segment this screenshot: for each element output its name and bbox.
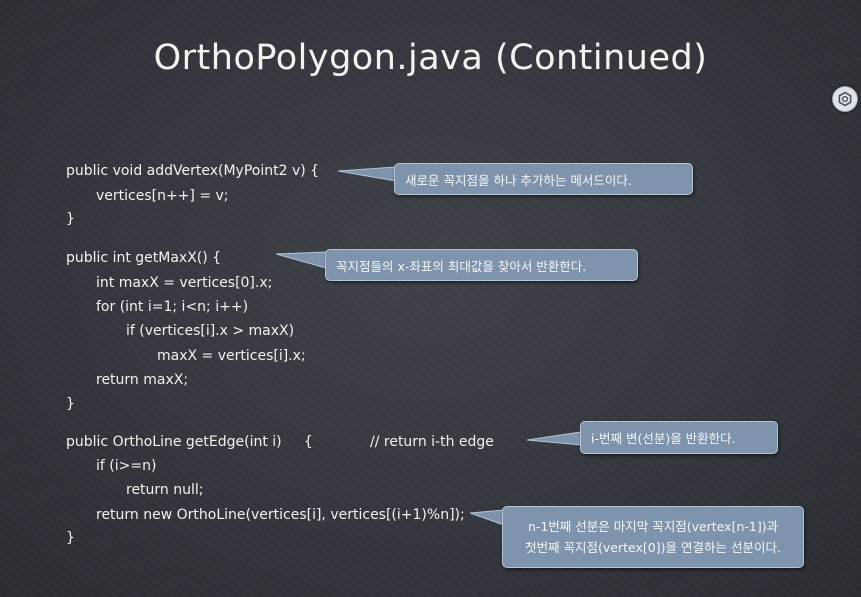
code-line-get-edge-signature: public OrthoLine getEdge(int i) { (66, 434, 313, 450)
callout-last-edge-line2: 첫번째 꼭지점(vertex[0])을 연결하는 선분이다. (525, 540, 781, 555)
code-line-comment: // return i-th edge (370, 434, 494, 450)
code-line-close-brace: } (66, 530, 75, 546)
code-line-close-brace: } (66, 211, 75, 227)
code-line-return-edge: return new OrthoLine(vertices[i], vertic… (96, 507, 465, 523)
slide-title: OrthoPolygon.java (Continued) (153, 38, 708, 78)
code-line-if-bounds: if (i>=n) (96, 458, 157, 474)
callout-pointer (338, 166, 397, 182)
code-line-assign-max: maxX = vertices[i].x; (157, 348, 306, 364)
callout-last-edge: n-1번째 선분은 마지막 꼭지점(vertex[n-1])과 첫번째 꼭지점(… (502, 506, 804, 568)
callout-pointer (276, 251, 327, 269)
code-line-add-vertex-signature: public void addVertex(MyPoint2 v) { (66, 163, 320, 179)
code-line-max-x-init: int maxX = vertices[0].x; (96, 275, 273, 291)
callout-get-edge: i-번째 변(선분)을 반환한다. (580, 421, 778, 454)
code-line-for-loop: for (int i=1; i<n; i++) (96, 299, 249, 315)
callout-pointer (527, 431, 582, 446)
slide-nav-button[interactable] (832, 86, 858, 112)
code-line-close-brace: } (66, 396, 75, 412)
code-line-return-max: return maxX; (96, 372, 189, 388)
code-line-add-vertex-body: vertices[n++] = v; (96, 188, 229, 204)
code-line-if-compare: if (vertices[i].x > maxX) (126, 323, 295, 339)
settings-hexagon-icon (838, 91, 852, 107)
callout-get-max-x: 꼭지점들의 x-좌표의 최대값을 찾아서 반환한다. (325, 249, 638, 281)
callout-pointer (470, 509, 505, 526)
callout-last-edge-line1: n-1번째 선분은 마지막 꼭지점(vertex[n-1])과 (527, 519, 779, 534)
code-line-get-max-x-signature: public int getMaxX() { (66, 250, 222, 266)
callout-add-vertex: 새로운 꼭지점을 하나 추가하는 메서드이다. (394, 163, 693, 195)
code-line-return-null: return null; (126, 482, 204, 498)
